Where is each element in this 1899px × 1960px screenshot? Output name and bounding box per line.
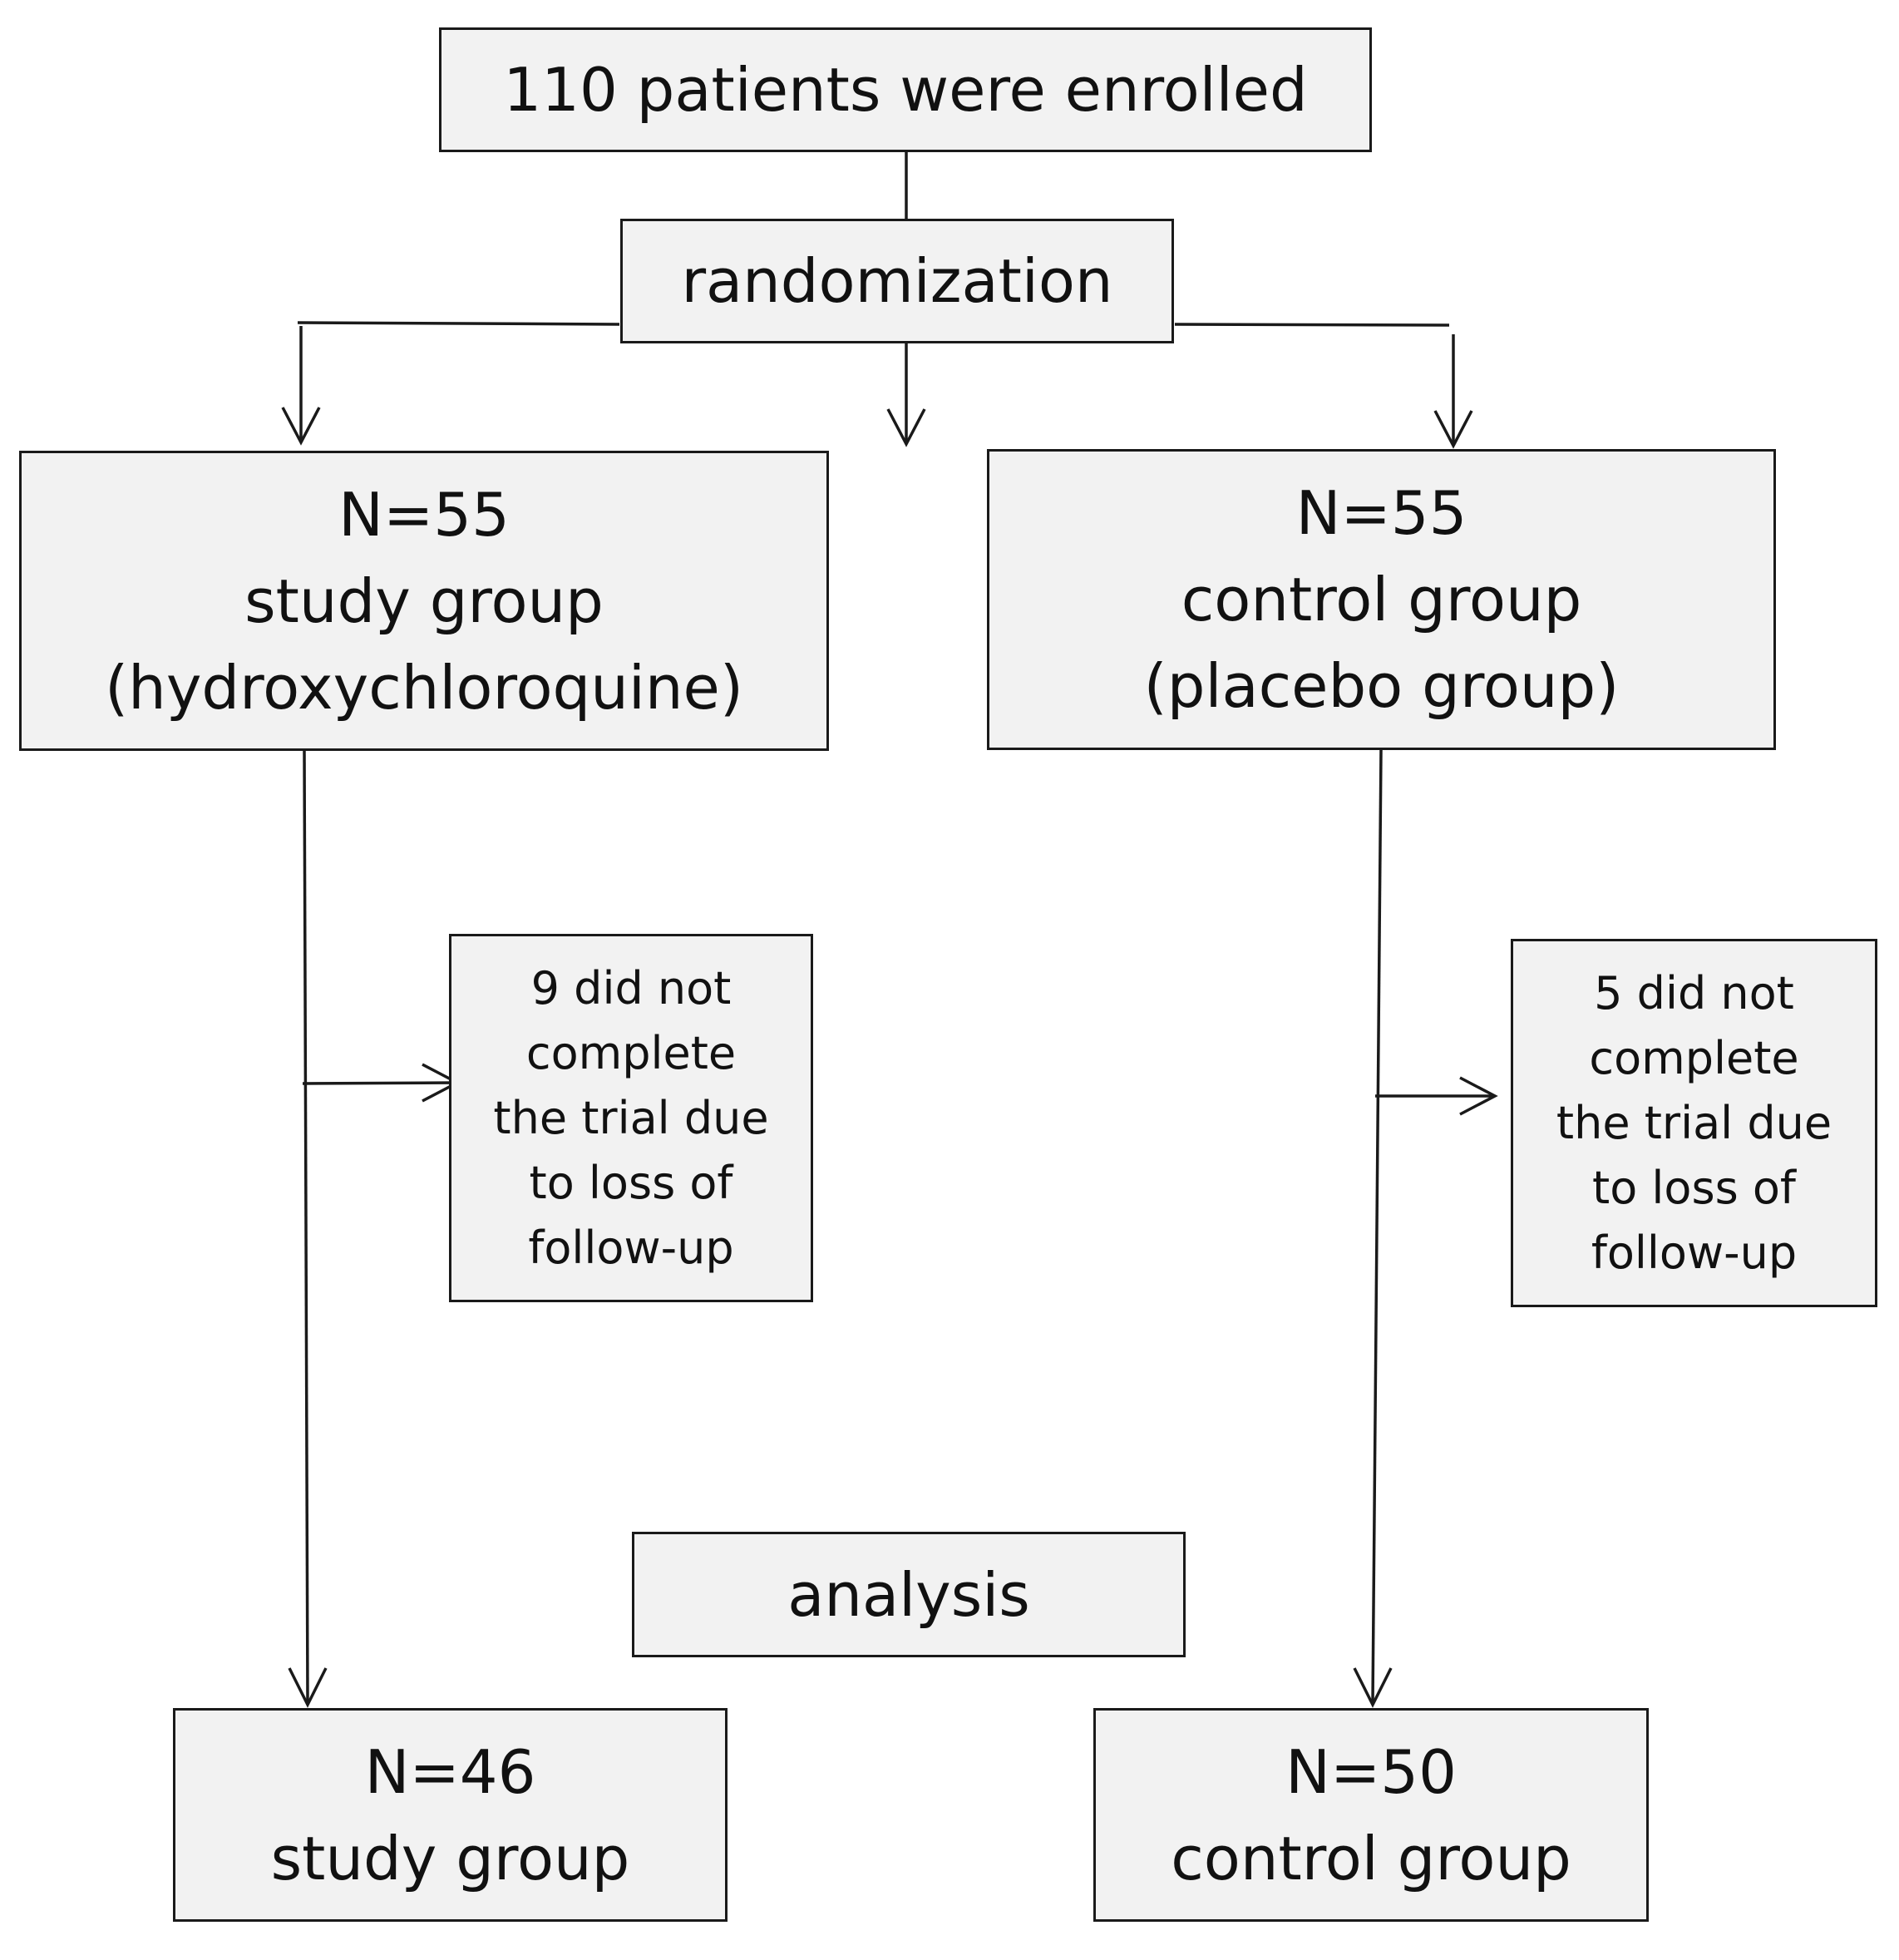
control-dropout-arrow-head [1459,1076,1498,1116]
enrolled-text: 110 patients were enrolled [503,55,1308,125]
control-vertical-line [1371,749,1383,1704]
study-group-detail: (hydroxychloroquine) [105,652,743,723]
control-dropout-line: the trial due [1556,1096,1832,1149]
randomization-text: randomization [681,246,1113,316]
connector-branch-left [297,321,620,326]
analysis-text: analysis [787,1559,1030,1630]
control-dropout-line: to loss of [1592,1161,1796,1214]
control-final-count: N=50 [1285,1736,1457,1807]
control-dropout-line: 5 did not [1594,966,1794,1019]
study-dropout-arrow-shaft [302,1081,458,1085]
control-dropout-line: complete [1589,1031,1799,1084]
enrolled-box: 110 patients were enrolled [439,27,1372,152]
control-group-box: N=55 control group (placebo group) [987,449,1776,750]
study-dropout-box: 9 did not complete the trial due to loss… [449,934,813,1302]
study-final-count: N=46 [364,1736,536,1807]
control-dropout-line: follow-up [1591,1226,1798,1279]
arrow-right-head [1433,410,1473,449]
study-group-label: study group [244,565,604,636]
study-dropout-line: 9 did not [530,961,732,1015]
control-group-detail: (placebo group) [1143,651,1620,721]
study-vertical-line [303,750,309,1704]
study-final-box: N=46 study group [173,1708,728,1922]
study-dropout-line: the trial due [493,1091,769,1144]
control-final-label: control group [1171,1823,1571,1893]
arrow-center-head [886,408,926,447]
connector-branch-right [1174,323,1450,327]
study-dropout-line: complete [525,1026,737,1079]
study-dropout-line: to loss of [529,1156,733,1209]
control-final-arrow-head [1353,1667,1393,1708]
randomization-box: randomization [620,219,1174,343]
control-group-count: N=55 [1295,478,1467,548]
arrow-left-head [281,407,321,446]
analysis-box: analysis [632,1532,1186,1657]
control-group-label: control group [1181,565,1582,634]
study-group-box: N=55 study group (hydroxychloroquine) [19,451,829,751]
study-final-label: study group [270,1823,630,1893]
control-dropout-box: 5 did not complete the trial due to loss… [1511,939,1877,1307]
study-final-arrow-head [288,1667,328,1708]
study-dropout-line: follow-up [528,1221,734,1274]
control-final-box: N=50 control group [1093,1708,1649,1922]
study-group-count: N=55 [338,479,510,550]
